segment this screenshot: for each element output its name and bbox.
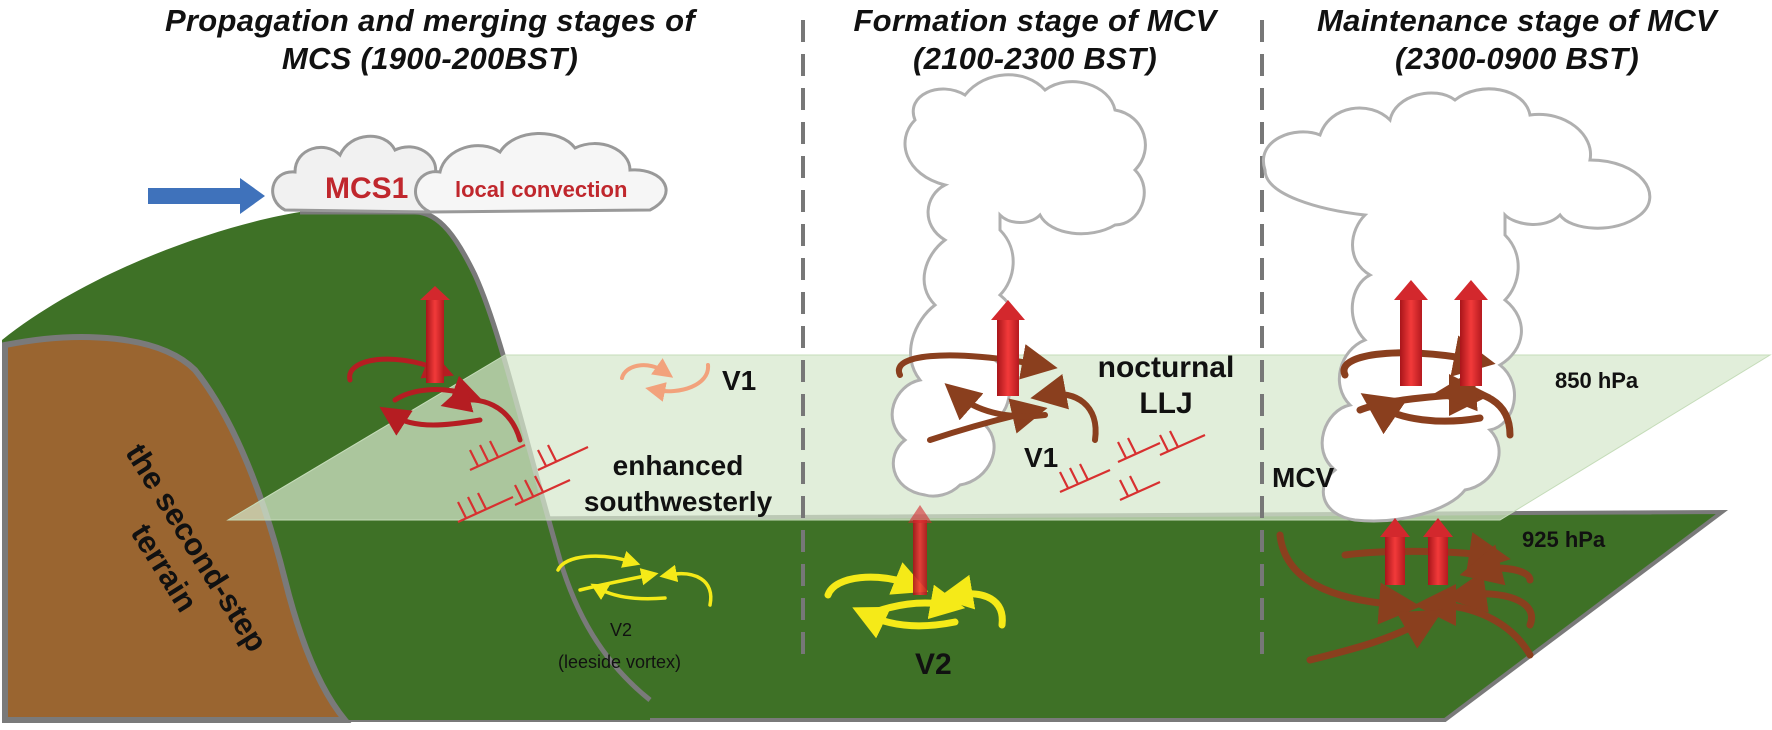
hpa-850-label: 850 hPa (1555, 368, 1639, 393)
mcv-label: MCV (1272, 462, 1335, 493)
southwesterly-line2: southwesterly (583, 486, 773, 517)
mcv-850-vortex (1340, 335, 1514, 439)
nocturnal-llj-label: nocturnal LLJ (1086, 350, 1246, 422)
v1-updraft-arrow (991, 300, 1025, 396)
southwesterly-line1: enhanced (612, 450, 744, 481)
v2-formation-vortex (824, 562, 1006, 639)
stage3-title: Maintenance stage of MCV (2300-0900 BST) (1272, 2, 1762, 78)
southwesterly-label: enhanced southwesterly (562, 448, 794, 520)
local-convection-cloud (414, 132, 668, 214)
local-convection-label: local convection (455, 177, 628, 202)
stage1-title: Propagation and merging stages of MCS (1… (90, 2, 770, 78)
v1-left-label: V1 (722, 365, 757, 396)
terrain-mountain (2, 209, 652, 723)
mcv-925-updrafts (1380, 518, 1453, 585)
mcs1-convergence-vortex (347, 350, 523, 443)
mcs1-label: MCS1 (325, 172, 409, 205)
v2-updraft-arrow (908, 505, 932, 595)
wind-barbs (457, 430, 1206, 524)
stage1-title-line1: Propagation and merging stages of (164, 3, 696, 38)
leeside-vortex-label: (leeside vortex) (558, 652, 682, 672)
stage2-title: Formation stage of MCV (2100-2300 BST) (815, 2, 1255, 78)
hpa-925-label: 925 hPa (1522, 527, 1606, 552)
stage3-title-line1: Maintenance stage of MCV (1317, 3, 1717, 38)
inflow-arrow (148, 178, 265, 214)
v1-salmon-vortex (620, 358, 711, 402)
stage2-title-line1: Formation stage of MCV (853, 3, 1217, 38)
v1-mid-label: V1 (1024, 442, 1059, 473)
nocturnal-line1: nocturnal (1097, 351, 1235, 384)
mcv-850-updrafts (1394, 280, 1488, 386)
mcv-925-vortex (1276, 531, 1536, 664)
v2-leeside-vortex (556, 551, 713, 607)
v2-mid-label: V2 (915, 648, 952, 681)
stage-dividers (801, 20, 1264, 655)
nocturnal-line2: LLJ (1139, 387, 1193, 420)
stage3-title-line2: (2300-0900 BST) (1394, 41, 1639, 76)
v2-left-label: V2 (610, 620, 633, 640)
stage2-title-line2: (2100-2300 BST) (912, 41, 1157, 76)
stage1-title-line2: MCS (1900-200BST) (281, 41, 579, 76)
mcs1-updraft-arrow (420, 286, 450, 383)
